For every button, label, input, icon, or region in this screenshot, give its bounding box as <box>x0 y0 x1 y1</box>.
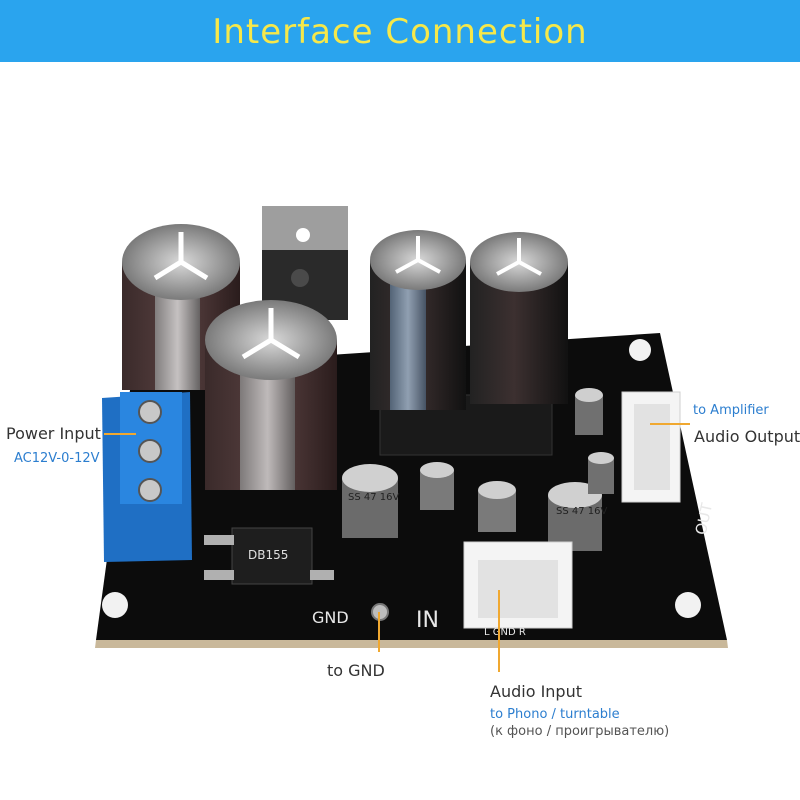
phono-ru-label: (к фоно / проигрывателю) <box>490 724 670 739</box>
capacitor-right-a <box>370 230 466 410</box>
silk-cap-b: SS 47 16V <box>556 506 608 517</box>
header-banner: Interface Connection <box>0 0 800 62</box>
power-input-label: Power Input <box>6 424 101 443</box>
to-amplifier-label: to Amplifier <box>693 403 769 418</box>
audio-output-leader <box>650 423 690 425</box>
silk-cap-a: SS 47 16V <box>348 492 400 503</box>
audio-input-leader <box>498 590 500 672</box>
silk-in: IN <box>416 608 439 633</box>
banner-title: Interface Connection <box>212 12 588 52</box>
capacitor-right-b <box>470 232 568 404</box>
audio-output-label: Audio Output <box>694 427 800 446</box>
silk-bridge: DB155 <box>248 548 289 562</box>
output-connector <box>621 391 681 503</box>
to-phono-label: to Phono / turntable <box>490 707 620 722</box>
power-input-leader <box>104 433 136 435</box>
bridge-rectifier <box>204 527 334 585</box>
audio-input-label: Audio Input <box>490 682 582 701</box>
power-terminal-block <box>102 392 192 562</box>
input-connector <box>463 541 573 629</box>
to-gnd-label: to GND <box>327 661 385 680</box>
power-spec-label: AC12V-0-12V <box>14 451 100 466</box>
silk-in-pins: L GND R <box>484 627 526 638</box>
gnd-leader <box>378 612 380 652</box>
capacitor-1000uf <box>205 300 337 490</box>
silk-gnd: GND <box>312 608 349 627</box>
